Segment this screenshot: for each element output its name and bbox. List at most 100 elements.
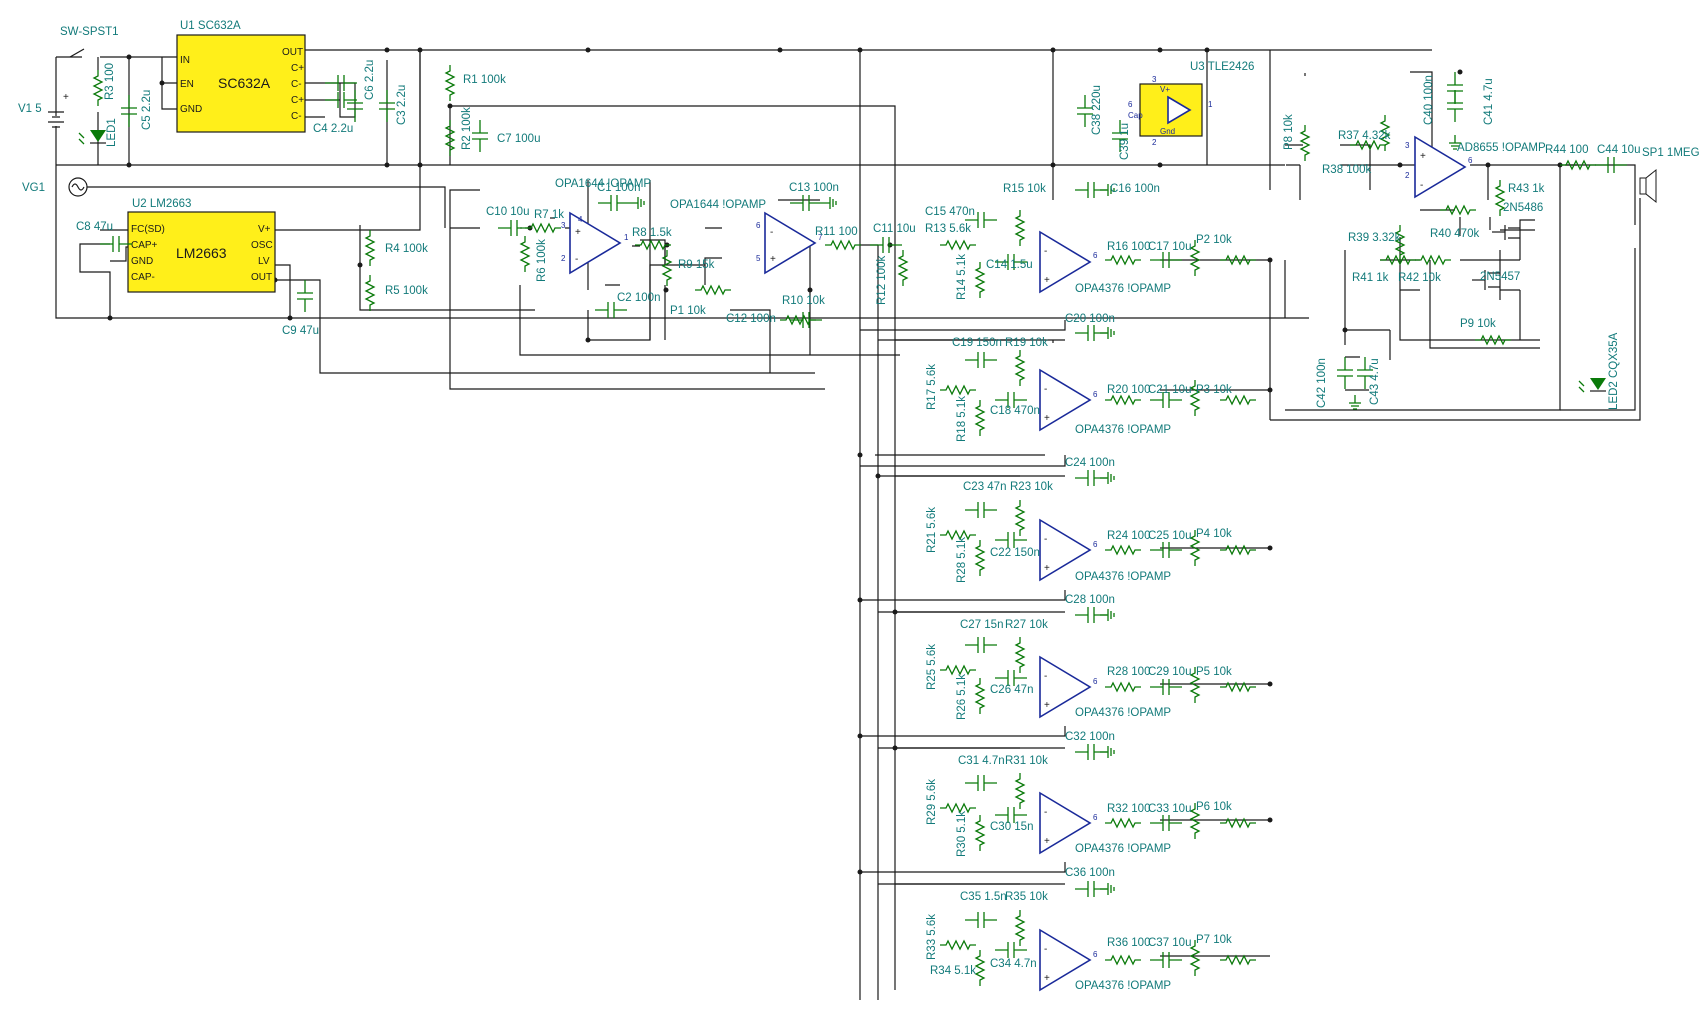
svg-text:2N5457: 2N5457 xyxy=(1480,271,1520,283)
svg-text:C37 10u: C37 10u xyxy=(1148,937,1191,949)
signal-generator-vg1 xyxy=(68,177,446,228)
svg-text:+: + xyxy=(1044,413,1050,424)
svg-text:R31 10k: R31 10k xyxy=(1005,755,1048,767)
chip-u1-name: SC632A xyxy=(218,75,271,91)
svg-text:+: + xyxy=(1044,275,1050,286)
svg-text:+: + xyxy=(575,227,581,238)
svg-text:R34 5.1k: R34 5.1k xyxy=(930,965,976,977)
svg-text:C32 100n: C32 100n xyxy=(1065,731,1115,743)
svg-text:R2 100k: R2 100k xyxy=(461,107,473,150)
label-opa4376-2: OPA4376 !OPAMP xyxy=(1075,424,1171,436)
svg-text:4: 4 xyxy=(578,215,583,224)
svg-text:C27 15n: C27 15n xyxy=(960,619,1003,631)
svg-text:R18 5.1k: R18 5.1k xyxy=(956,396,968,442)
svg-text:Gnd: Gnd xyxy=(1160,127,1175,136)
svg-text:C43 4.7u: C43 4.7u xyxy=(1369,358,1381,405)
svg-text:2: 2 xyxy=(1152,138,1157,147)
svg-text:GND: GND xyxy=(131,256,153,267)
svg-text:-: - xyxy=(1044,384,1047,395)
label-opa4376-3: OPA4376 !OPAMP xyxy=(1075,571,1171,583)
opamp-opa4376-6: - + 6 xyxy=(1039,928,1098,992)
svg-text:C21 10u: C21 10u xyxy=(1148,384,1191,396)
svg-text:C+: C+ xyxy=(291,63,304,74)
svg-text:R28 100: R28 100 xyxy=(1107,666,1150,678)
label-opa4376-5: OPA4376 !OPAMP xyxy=(1075,843,1171,855)
svg-text:6: 6 xyxy=(1093,950,1098,959)
svg-text:R25 5.6k: R25 5.6k xyxy=(926,644,938,690)
svg-text:-: - xyxy=(1044,807,1047,818)
svg-text:-: - xyxy=(770,227,773,238)
svg-text:R17 5.6k: R17 5.6k xyxy=(926,364,938,410)
opamp-ad8655: + - 3 2 6 xyxy=(1405,135,1473,199)
svg-text:P1 10k: P1 10k xyxy=(670,305,706,317)
svg-text:2N5486: 2N5486 xyxy=(1503,202,1543,214)
svg-text:V+: V+ xyxy=(258,224,271,235)
svg-text:R4 100k: R4 100k xyxy=(385,243,428,255)
svg-text:R3 100: R3 100 xyxy=(104,63,116,100)
label-opa4376-6: OPA4376 !OPAMP xyxy=(1075,980,1171,992)
label-u2: U2 LM2663 xyxy=(132,198,191,210)
wire-net xyxy=(55,50,1641,1000)
svg-text:GND: GND xyxy=(180,104,202,115)
component-labels: R1 100k R2 100k R3 100 R4 100k R5 100k R… xyxy=(76,60,1700,977)
svg-text:-: - xyxy=(1044,944,1047,955)
jfet-2n5457-icon xyxy=(1472,270,1500,290)
svg-text:1: 1 xyxy=(624,233,629,242)
svg-text:OUT: OUT xyxy=(282,47,303,58)
svg-text:C33 10u: C33 10u xyxy=(1148,803,1191,815)
svg-text:R15 10k: R15 10k xyxy=(1003,183,1046,195)
svg-text:C34 4.7n: C34 4.7n xyxy=(990,958,1037,970)
svg-text:C3 2.2u: C3 2.2u xyxy=(396,85,408,125)
svg-text:R42 10k: R42 10k xyxy=(1398,272,1441,284)
svg-text:R43 1k: R43 1k xyxy=(1508,183,1545,195)
svg-text:C20 100n: C20 100n xyxy=(1065,313,1115,325)
svg-text:OUT: OUT xyxy=(251,272,272,283)
svg-text:C4 2.2u: C4 2.2u xyxy=(313,123,353,135)
svg-text:OSC: OSC xyxy=(251,240,273,251)
svg-text:C38 220u: C38 220u xyxy=(1091,85,1103,135)
svg-text:6: 6 xyxy=(1128,100,1133,109)
svg-text:R27 10k: R27 10k xyxy=(1005,619,1048,631)
svg-text:R20 100: R20 100 xyxy=(1107,384,1150,396)
svg-text:6: 6 xyxy=(1093,677,1098,686)
svg-text:CAP-: CAP- xyxy=(131,272,155,283)
svg-text:6: 6 xyxy=(1093,540,1098,549)
svg-text:C10 10u: C10 10u xyxy=(486,206,529,218)
led2-icon xyxy=(1578,378,1606,393)
svg-text:P3 10k: P3 10k xyxy=(1196,384,1232,396)
opamp-opa4376-5: - + 6 xyxy=(1039,791,1098,855)
svg-text:C39 1u: C39 1u xyxy=(1119,123,1131,160)
svg-text:6: 6 xyxy=(1093,390,1098,399)
svg-text:IN: IN xyxy=(180,55,190,66)
svg-text:P8 10k: P8 10k xyxy=(1283,114,1295,150)
svg-text:C40 100n: C40 100n xyxy=(1423,75,1435,125)
svg-text:3: 3 xyxy=(561,221,566,230)
svg-text:C11 10u: C11 10u xyxy=(873,223,916,235)
svg-text:2: 2 xyxy=(561,254,566,263)
switch-sw-spst1[interactable] xyxy=(69,48,85,58)
svg-text:P2 10k: P2 10k xyxy=(1196,234,1232,246)
junction-dots xyxy=(107,47,1563,875)
svg-text:FC(SD): FC(SD) xyxy=(131,224,165,235)
svg-text:P7 10k: P7 10k xyxy=(1196,934,1232,946)
svg-text:C30 15n: C30 15n xyxy=(990,821,1033,833)
svg-text:SP1 1MEG: SP1 1MEG xyxy=(1642,147,1700,159)
svg-text:C-: C- xyxy=(291,79,302,90)
svg-text:C24 100n: C24 100n xyxy=(1065,457,1115,469)
svg-text:-: - xyxy=(1044,671,1047,682)
svg-text:6: 6 xyxy=(1468,156,1473,165)
svg-text:R37 4.32k: R37 4.32k xyxy=(1338,130,1391,142)
svg-text:R12 100k: R12 100k xyxy=(876,256,888,305)
svg-text:6: 6 xyxy=(756,221,761,230)
svg-text:R8 1.5k: R8 1.5k xyxy=(632,227,672,239)
svg-text:C1 100n: C1 100n xyxy=(597,182,640,194)
svg-text:R26 5.1k: R26 5.1k xyxy=(956,674,968,720)
svg-text:P6 10k: P6 10k xyxy=(1196,801,1232,813)
opamp-opa4376-1: - + 6 xyxy=(1039,230,1098,294)
opamp-opa4376-4: - + 6 xyxy=(1039,655,1098,719)
battery-v1: + xyxy=(48,92,69,128)
svg-text:R33 5.6k: R33 5.6k xyxy=(926,914,938,960)
svg-text:R6 100k: R6 100k xyxy=(536,239,548,282)
svg-text:C6 2.2u: C6 2.2u xyxy=(364,60,376,100)
svg-text:C-: C- xyxy=(291,111,302,122)
